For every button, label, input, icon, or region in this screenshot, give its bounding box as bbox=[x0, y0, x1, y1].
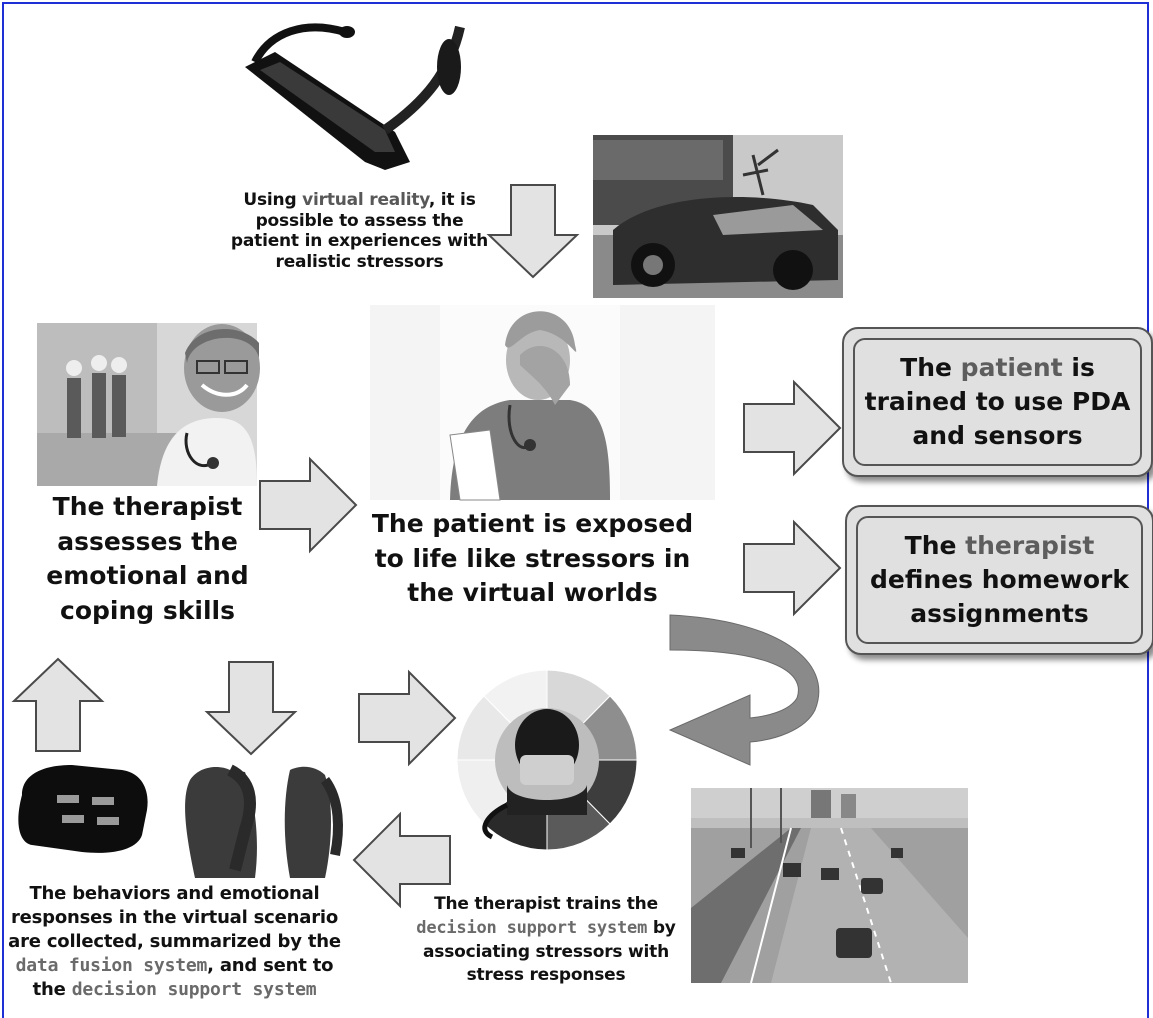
patient-exposed-caption: The patient is exposed to life like stre… bbox=[371, 509, 694, 607]
right-arrow-therapist bbox=[259, 456, 358, 554]
right-arrow-trained bbox=[743, 379, 842, 477]
crashed-car-photo bbox=[593, 135, 843, 298]
highway-photo bbox=[691, 788, 968, 984]
decision-support-icon bbox=[456, 669, 638, 851]
homework-box: The therapist defines homework assignmen… bbox=[845, 505, 1153, 655]
up-arrow-left bbox=[11, 657, 105, 752]
collected-caption: The behaviors and emotional responses in… bbox=[8, 883, 341, 1000]
sensor-shirt-icon bbox=[185, 764, 343, 878]
homework-text: The therapist defines homework assignmen… bbox=[856, 516, 1143, 644]
vr-caption: Using virtual reality, it is possible to… bbox=[230, 190, 489, 273]
curved-arrow bbox=[668, 614, 820, 766]
patient-trained-box: The patient is trained to use PDA and se… bbox=[842, 327, 1153, 477]
right-arrow-decision bbox=[358, 669, 457, 767]
down-arrow-vr bbox=[486, 184, 580, 279]
therapist-assess-caption: The therapist assesses the emotional and… bbox=[46, 492, 249, 625]
left-arrow-back bbox=[352, 811, 451, 909]
sensor-device-icon bbox=[18, 765, 148, 853]
doctor-photo bbox=[37, 323, 260, 486]
patient-trained-text: The patient is trained to use PDA and se… bbox=[853, 338, 1142, 466]
trains-caption: The therapist trains the decision suppor… bbox=[416, 894, 676, 986]
stressed-nurse-photo bbox=[370, 305, 715, 501]
right-arrow-homework bbox=[743, 519, 842, 617]
down-arrow-shirts bbox=[204, 661, 298, 756]
vr-glasses-icon bbox=[245, 23, 465, 170]
